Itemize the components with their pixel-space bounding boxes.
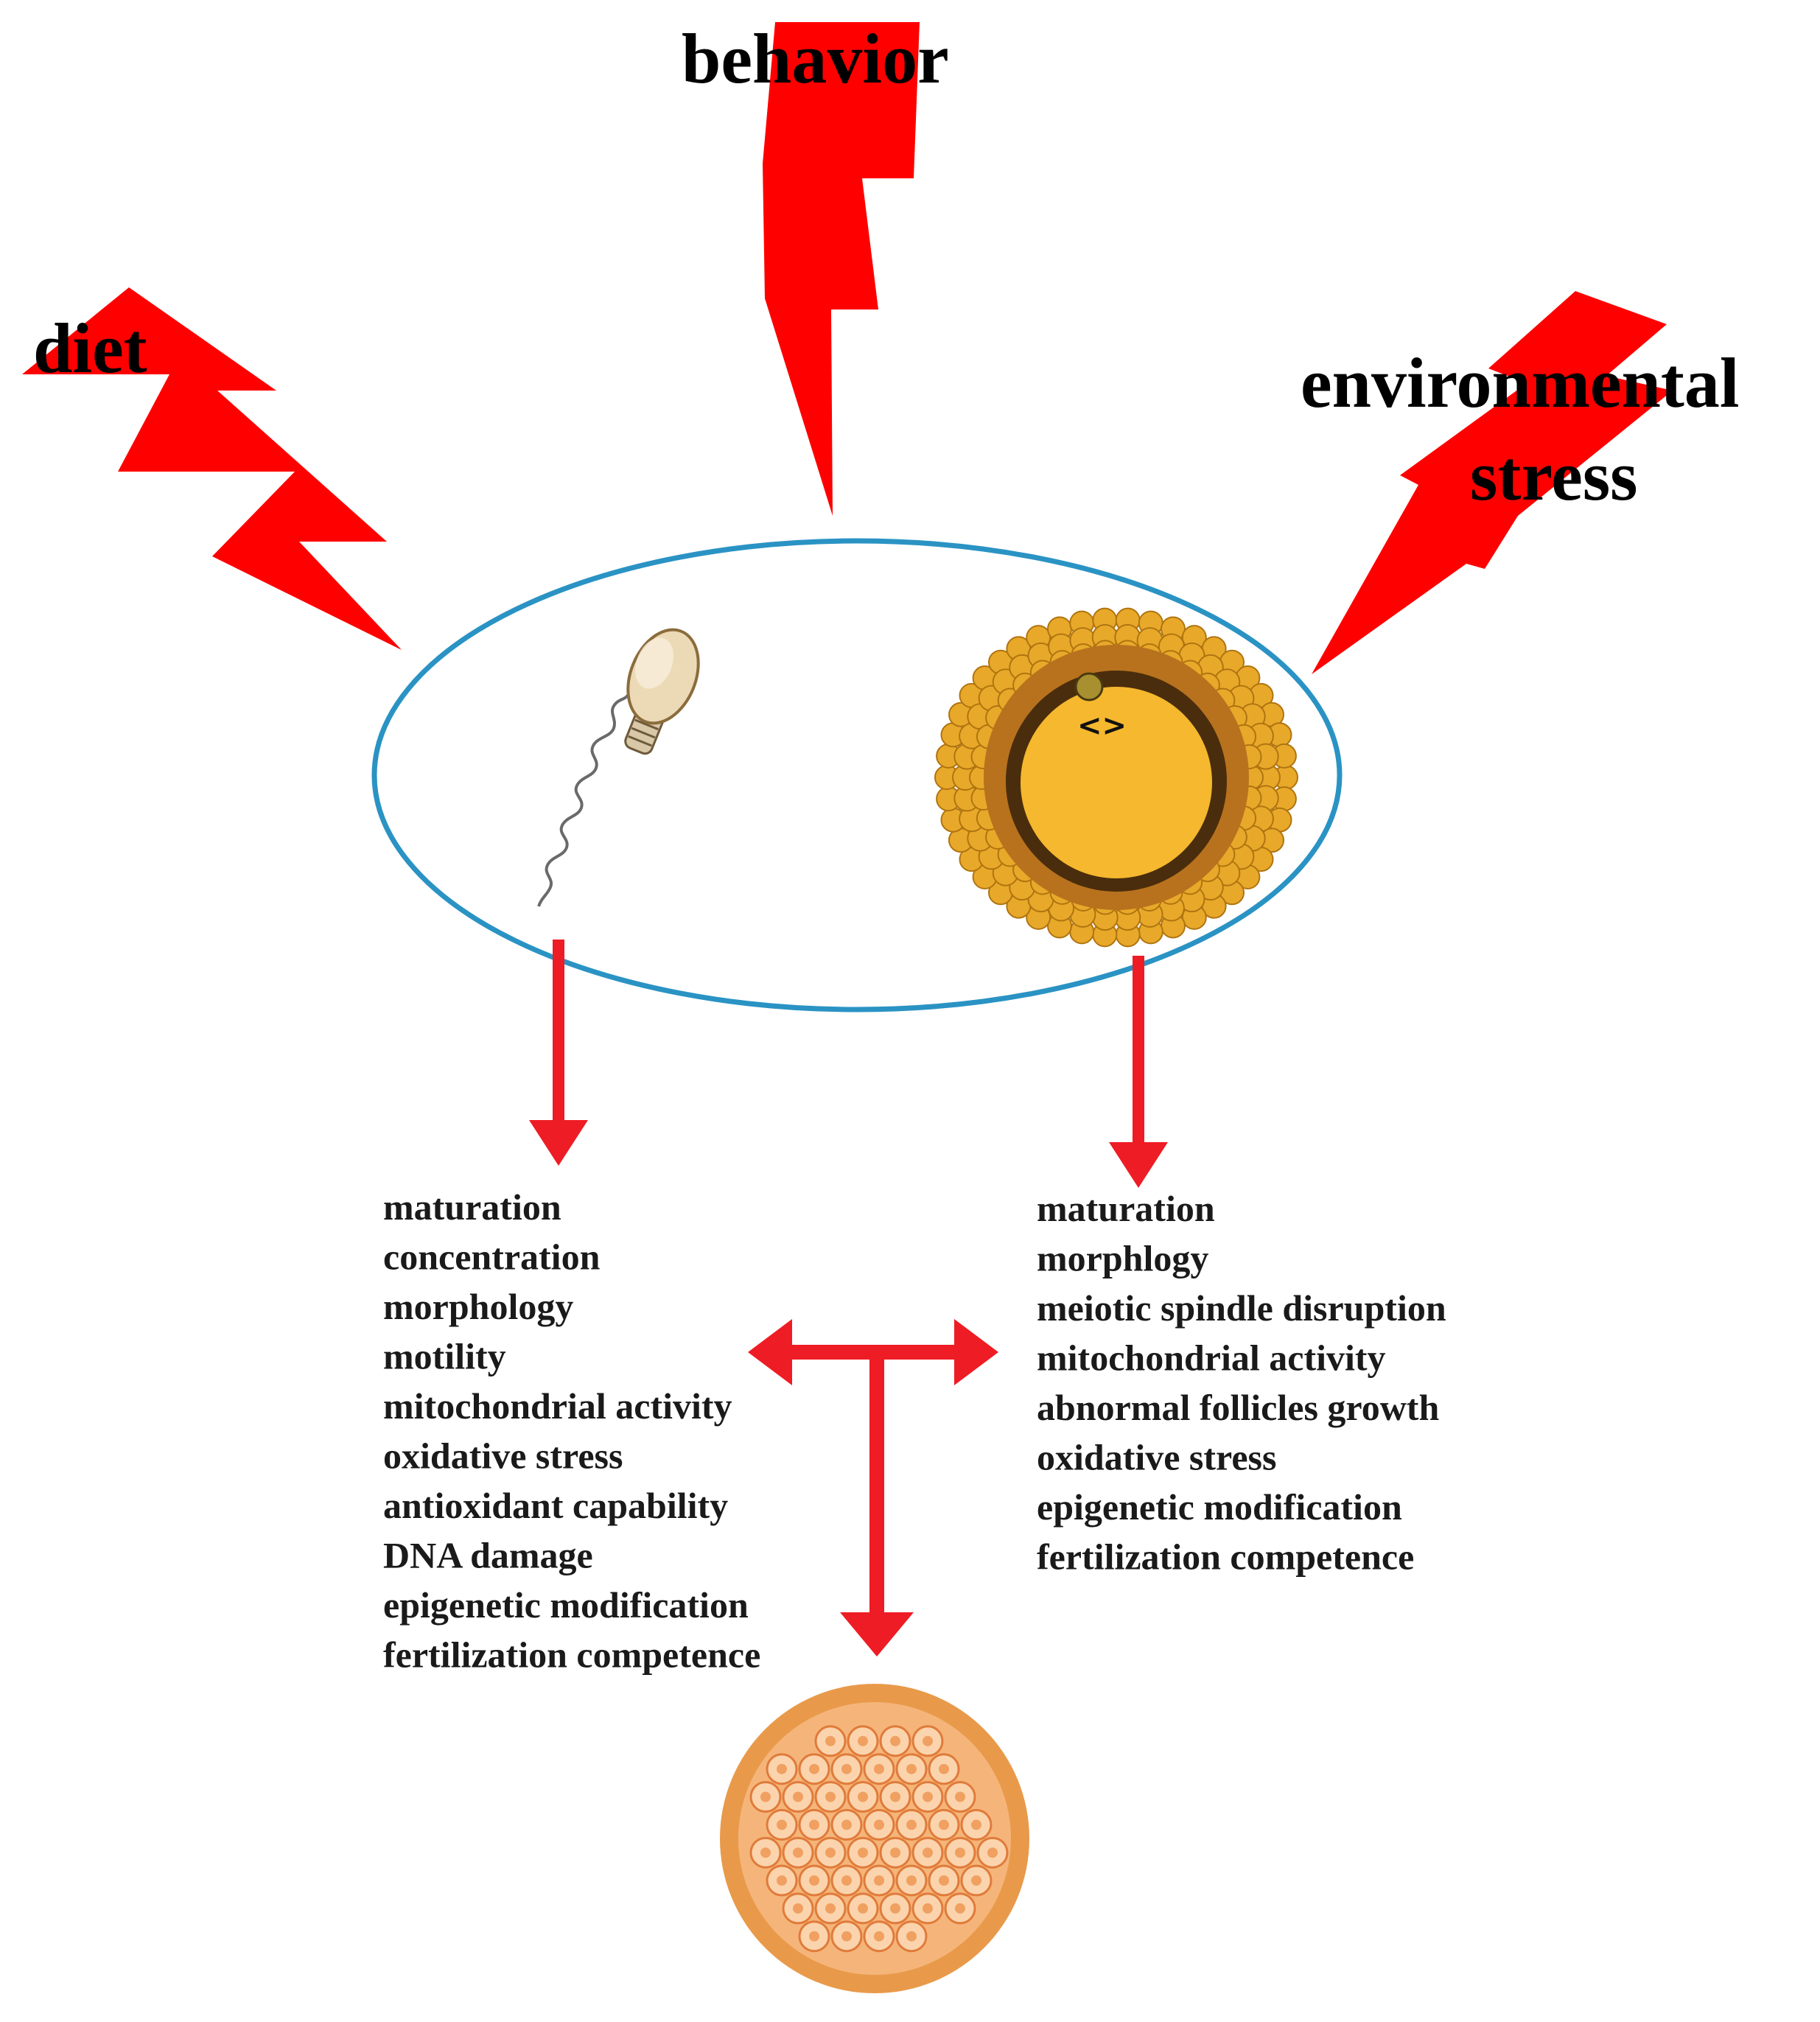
embryo-cell-nucleus: [890, 1791, 900, 1802]
embryo-cell-nucleus: [841, 1875, 852, 1886]
sperm-outcome-item: fertilization competence: [383, 1634, 760, 1676]
embryo-cell-nucleus: [841, 1819, 852, 1830]
embryo-cell-nucleus: [923, 1903, 933, 1914]
interaction-arrow: [748, 1319, 998, 1657]
sperm-outcome-list: maturation concentration morphology motilit…: [383, 1186, 760, 1676]
granulosa-cells: [934, 607, 1298, 948]
embryo-cell-nucleus: [760, 1791, 771, 1802]
embryo-cell-nucleus: [825, 1791, 836, 1802]
embryo-cell-nucleus: [793, 1791, 803, 1802]
sperm-outcome-item: maturation: [383, 1186, 561, 1228]
behavior-lightning-bolt-icon: [763, 22, 920, 516]
oocyte-outcome-item: mitochondrial activity: [1037, 1337, 1386, 1379]
embryo-cell-nucleus: [793, 1847, 803, 1858]
gamete-ellipse: [371, 538, 1343, 1012]
embryo-cell-nucleus: [793, 1903, 803, 1914]
embryo-cell-nucleus: [874, 1931, 884, 1942]
embryo-cell-nucleus: [987, 1847, 998, 1858]
oocyte-outcome-item: oxidative stress: [1037, 1437, 1276, 1478]
embryo-cell-nucleus: [923, 1791, 933, 1802]
oocyte-outcome-item: epigenetic modification: [1037, 1486, 1402, 1528]
embryo-cell-nucleus: [971, 1819, 981, 1830]
svg-text:<>: <>: [1077, 709, 1127, 743]
sperm-outcome-item: antioxidant capability: [383, 1485, 728, 1526]
embryo-cell-nucleus: [971, 1875, 981, 1886]
embryo-cell-nucleus: [906, 1763, 917, 1774]
embryo-cell-nucleus: [858, 1735, 868, 1746]
embryo-cell-nucleus: [906, 1931, 917, 1942]
embryo-cell-nucleus: [777, 1819, 787, 1830]
embryo-cell-nucleus: [809, 1875, 819, 1886]
oocyte-outcome-item: meiotic spindle disruption: [1037, 1287, 1446, 1329]
embryo-cell-nucleus: [858, 1847, 868, 1858]
sperm-down-arrow: [529, 940, 588, 1166]
oocyte-outcome-list: maturation morphlogy meiotic spindle disru…: [1037, 1188, 1446, 1578]
diet-label: diet: [33, 309, 147, 388]
embryo-cell-nucleus: [874, 1819, 884, 1830]
embryo-cell-nucleus: [906, 1819, 917, 1830]
behavior-label: behavior: [682, 19, 949, 98]
embryo-cell-nucleus: [825, 1903, 836, 1914]
embryo-cell-nucleus: [955, 1903, 965, 1914]
embryo-cell-nucleus: [825, 1735, 836, 1746]
embryo-cell-nucleus: [858, 1791, 868, 1802]
embryo-cell-nucleus: [760, 1847, 771, 1858]
embryo-cell-nucleus: [874, 1763, 884, 1774]
embryo-cell-nucleus: [874, 1875, 884, 1886]
embryo-cell-nucleus: [858, 1903, 868, 1914]
embryo-cell-nucleus: [890, 1903, 900, 1914]
diet-lightning-bolt-icon: [22, 287, 402, 650]
sperm-outcome-item: oxidative stress: [383, 1435, 623, 1477]
embryo-cell-nucleus: [923, 1735, 933, 1746]
sperm-icon: [537, 628, 700, 907]
oocyte-outcome-item: fertilization competence: [1037, 1536, 1414, 1578]
environmental-label-line1: environmental: [1301, 343, 1740, 422]
oocyte-icon: <>: [934, 607, 1298, 948]
sperm-outcome-item: morphology: [383, 1286, 573, 1327]
embryo-cell-nucleus: [809, 1931, 819, 1942]
sperm-outcome-item: epigenetic modification: [383, 1584, 749, 1626]
oocyte-outcome-item: morphlogy: [1037, 1238, 1208, 1279]
sperm-outcome-item: DNA damage: [383, 1535, 593, 1576]
embryo-icon: [720, 1684, 1029, 1993]
embryo-cell-nucleus: [906, 1875, 917, 1886]
sperm-outcome-item: concentration: [383, 1236, 601, 1278]
embryo-cell-nucleus: [890, 1735, 900, 1746]
embryo-cell-nucleus: [890, 1847, 900, 1858]
environmental-lightning-bolt-icon: [1312, 291, 1673, 674]
sperm-outcome-item: motility: [383, 1336, 506, 1377]
embryo-cell-nucleus: [841, 1931, 852, 1942]
sperm-outcome-item: mitochondrial activity: [383, 1385, 732, 1427]
environmental-label-line2: stress: [1470, 436, 1638, 515]
oocyte-outcome-item: abnormal follicles growth: [1037, 1387, 1439, 1428]
embryo-cell-nucleus: [939, 1819, 949, 1830]
embryo-cell-nucleus: [777, 1875, 787, 1886]
embryo-cell-nucleus: [809, 1819, 819, 1830]
embryo-cell-nucleus: [939, 1763, 949, 1774]
oocyte-down-arrow: [1109, 956, 1168, 1188]
embryo-cell-nucleus: [809, 1763, 819, 1774]
embryo-cell-nucleus: [955, 1791, 965, 1802]
embryo-cell-nucleus: [777, 1763, 787, 1774]
embryo-cell-nucleus: [841, 1763, 852, 1774]
embryo-cell-nucleus: [939, 1875, 949, 1886]
oocyte-outcome-item: maturation: [1037, 1188, 1215, 1229]
embryo-cell-nucleus: [825, 1847, 836, 1858]
embryo-cell-nucleus: [955, 1847, 965, 1858]
embryo-cell-nucleus: [923, 1847, 933, 1858]
